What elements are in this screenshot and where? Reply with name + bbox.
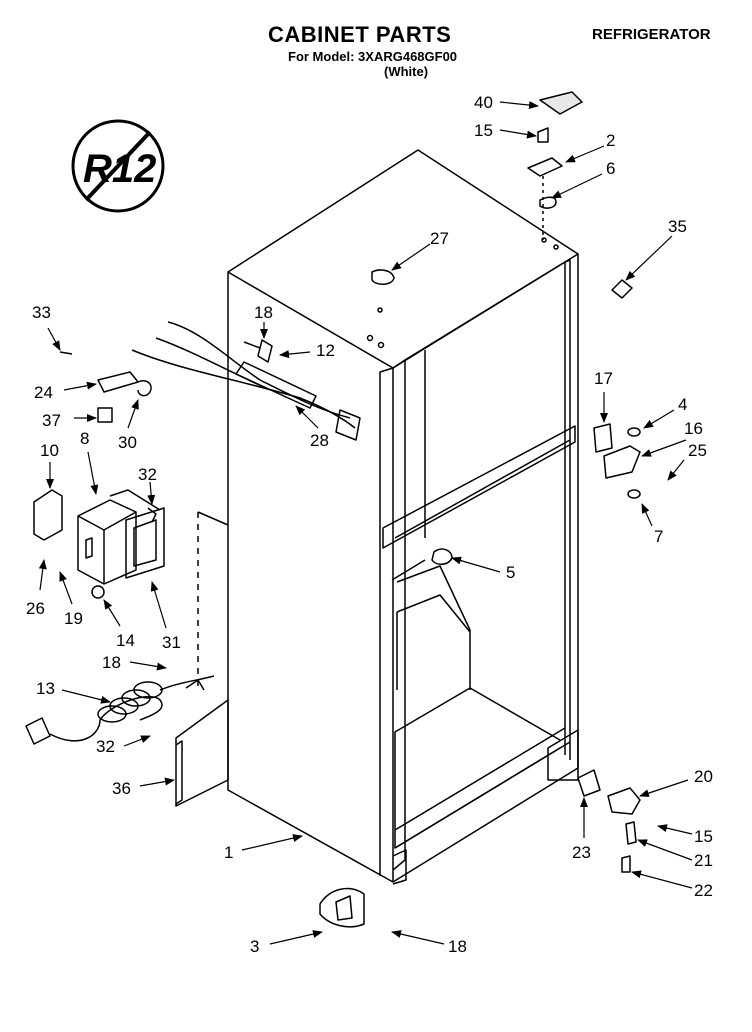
- callout-label: 12: [316, 341, 335, 360]
- appliance-type: REFRIGERATOR: [592, 26, 711, 43]
- callout-label: 17: [594, 369, 613, 388]
- callout-label: 22: [694, 881, 713, 900]
- callout-label: 36: [112, 779, 131, 798]
- callout-label: 21: [694, 851, 713, 870]
- callout-label: 1: [224, 843, 233, 862]
- callout-labels: 40 15 2 6 35 27 18 12 33 24 37 30 28 17 …: [26, 93, 713, 956]
- callout-label: 10: [40, 441, 59, 460]
- callout-label: 28: [310, 431, 329, 450]
- power-cord: [25, 675, 215, 745]
- callout-label: 5: [506, 563, 515, 582]
- no-r12-symbol-icon: R12: [71, 119, 165, 213]
- callout-label: 4: [678, 395, 687, 414]
- callout-label: 20: [694, 767, 713, 786]
- rear-panel: [175, 511, 229, 807]
- model-number: For Model: 3XARG468GF00: [288, 49, 458, 64]
- wiring-harness: [131, 321, 361, 441]
- center-hinge-parts: [431, 423, 641, 565]
- callout-label: 2: [606, 131, 615, 150]
- callout-label: 27: [430, 229, 449, 248]
- callout-label: 37: [42, 411, 61, 430]
- callout-label: 6: [606, 159, 615, 178]
- callout-label: 3: [250, 937, 259, 956]
- model-color: (White): [384, 64, 429, 79]
- callout-label: 26: [26, 599, 45, 618]
- callout-label: 32: [96, 737, 115, 756]
- callout-label: 24: [34, 383, 53, 402]
- thermostat-assembly: [59, 351, 152, 423]
- bottom-hinge-parts: [319, 769, 641, 928]
- callout-label: 30: [118, 433, 137, 452]
- cabinet-shell: [227, 149, 579, 885]
- r12-label: R12: [83, 147, 156, 191]
- callout-label: 15: [694, 827, 713, 846]
- callout-leaders: [38, 101, 693, 945]
- callout-label: 14: [116, 631, 135, 650]
- callout-label: 16: [684, 419, 703, 438]
- callout-label: 23: [572, 843, 591, 862]
- callout-label: 18: [102, 653, 121, 672]
- callout-label: 7: [654, 527, 663, 546]
- callout-label: 8: [80, 429, 89, 448]
- page-title: CABINET PARTS: [268, 22, 452, 47]
- callout-label: 18: [254, 303, 273, 322]
- callout-label: 40: [474, 93, 493, 112]
- top-hinge-parts: [371, 91, 633, 299]
- callout-label: 33: [32, 303, 51, 322]
- callout-label: 15: [474, 121, 493, 140]
- callout-label: 32: [138, 465, 157, 484]
- callout-label: 31: [162, 633, 181, 652]
- callout-label: 18: [448, 937, 467, 956]
- callout-label: 19: [64, 609, 83, 628]
- compressor-electrical-parts: [33, 489, 165, 599]
- callout-label: 35: [668, 217, 687, 236]
- callout-label: 25: [688, 441, 707, 460]
- callout-label: 13: [36, 679, 55, 698]
